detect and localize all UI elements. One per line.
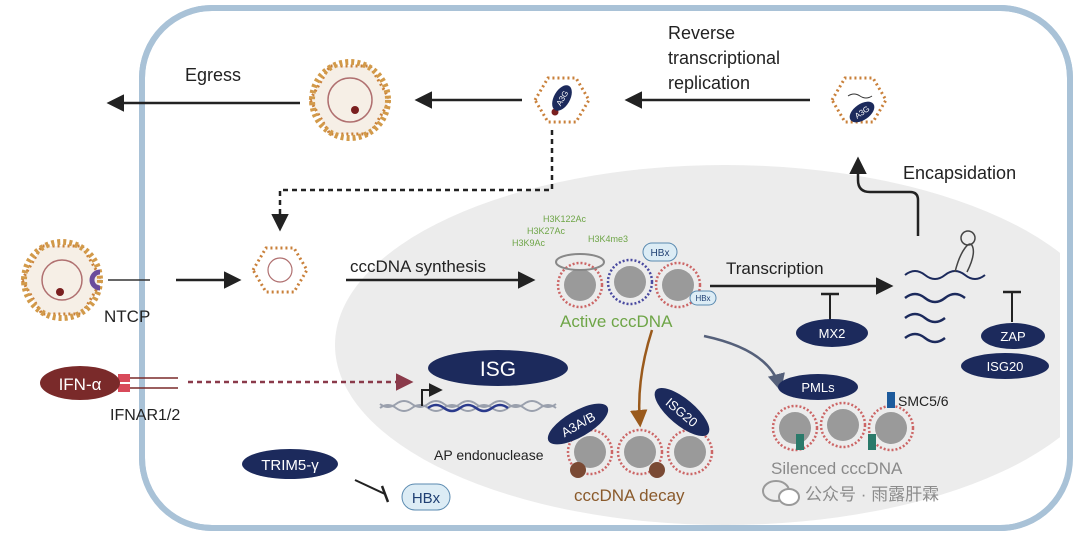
ifn-alpha-oval: [40, 366, 120, 400]
label-reverse-3: replication: [668, 73, 750, 93]
cell-membrane-outline: [139, 5, 1073, 531]
isg20-decay-oval: [654, 387, 710, 437]
label-egress: Egress: [185, 65, 241, 85]
trim5-label: TRIM5-γ: [261, 457, 319, 474]
label-cccdna-decay: cccDNA decay: [574, 486, 685, 505]
hbx-top-label: HBx: [651, 248, 670, 259]
isg20-right-label: ISG20: [987, 359, 1024, 374]
label-ifnar: IFNAR1/2: [110, 407, 180, 424]
label-transcription: Transcription: [726, 259, 824, 278]
decaying-cccdna: [566, 428, 714, 478]
hbx-small-label: HBx: [695, 294, 710, 303]
ifnar-receptor: [118, 374, 178, 392]
isg20-right-oval: [961, 353, 1049, 379]
ntcp-receptor: [89, 269, 101, 291]
nucleus: [335, 165, 1080, 525]
viral-transcripts: [904, 230, 986, 344]
label-h3k4me3: H3K4me3: [588, 234, 628, 244]
hbx-bottom-bubble: [401, 483, 451, 511]
mature-virion-egress: [308, 59, 392, 141]
pmls-oval: [778, 374, 858, 400]
hbx-top-bubble: [642, 242, 678, 262]
label-ap-endonuclease: AP endonuclease: [434, 447, 544, 463]
active-cccdna-nucleosomes: [555, 253, 702, 309]
a3g-top-oval: [552, 85, 572, 111]
label-h3k27ac: H3K27Ac: [527, 226, 566, 236]
isg-label: ISG: [480, 358, 516, 381]
pmls-label: PMLs: [801, 380, 835, 395]
label-smc56: SMC5/6: [898, 393, 949, 409]
hbx-bottom-label: HBx: [412, 490, 441, 507]
watermark-text: 公众号 · 雨露肝霖: [805, 485, 939, 504]
zap-oval: [981, 323, 1045, 349]
nucleocapsid-entry: [251, 246, 309, 294]
mx2-oval: [796, 319, 868, 347]
label-active-cccdna: Active cccDNA: [560, 312, 673, 331]
label-cccdna-synthesis: cccDNA synthesis: [350, 257, 486, 276]
label-h3k9ac: H3K9Ac: [512, 238, 546, 248]
label-silenced-cccdna: Silenced cccDNA: [771, 459, 903, 478]
trim5-inhibition: [354, 479, 386, 495]
arrow-encapsidation: [849, 156, 920, 236]
label-reverse-2: transcriptional: [668, 48, 780, 68]
label-encapsidation: Encapsidation: [903, 163, 1016, 183]
zap-label: ZAP: [1000, 329, 1025, 344]
a3g-right-oval: [849, 101, 875, 123]
hbx-small-bubble: [689, 290, 717, 306]
arrow-decay: [630, 329, 654, 428]
entering-virion: [20, 239, 104, 321]
label-reverse-1: Reverse: [668, 23, 735, 43]
trim5-inhibition-bar: [380, 485, 390, 503]
isg-oval: [428, 350, 568, 386]
isg-gene-dna: [379, 383, 557, 413]
ifn-alpha-label: IFN-α: [59, 375, 102, 394]
watermark: 公众号 · 雨露肝霖: [762, 480, 939, 506]
label-ntcp: NTCP: [104, 307, 150, 326]
arrow-recycling: [271, 130, 554, 232]
a3a-b-oval: [547, 403, 609, 445]
silenced-cccdna: [771, 392, 915, 452]
trim5-oval: [242, 449, 338, 479]
mx2-label: MX2: [819, 326, 846, 341]
chat-bubble-icon-small: [778, 488, 800, 506]
arrow-silencing: [703, 334, 785, 392]
label-h3k122ac: H3K122Ac: [543, 214, 587, 224]
